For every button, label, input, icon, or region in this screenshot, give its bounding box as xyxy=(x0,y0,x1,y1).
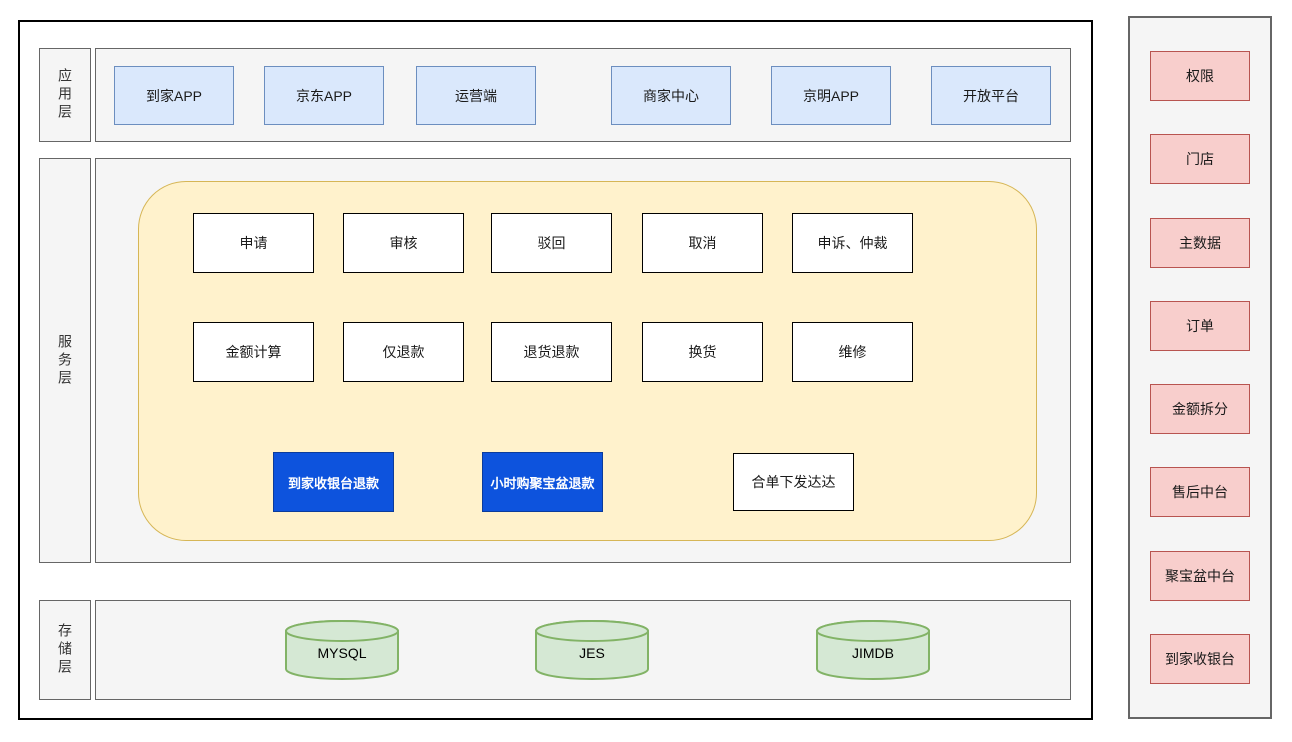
highlight-box-label: 到家收银台退款 xyxy=(287,475,379,491)
service-box-label: 申诉、仲裁 xyxy=(817,235,888,251)
app-box-daojia-app: 到家APP xyxy=(114,66,234,125)
service-box-label: 换货 xyxy=(688,344,717,360)
app-box-label: 开放平台 xyxy=(963,87,1019,104)
sidebar-box-amount-split: 金额拆分 xyxy=(1150,384,1250,435)
database-cylinder-icon xyxy=(285,620,399,680)
database-label: JIMDB xyxy=(852,645,894,661)
app-box-label: 京明APP xyxy=(802,87,859,104)
service-box-amount-calculation: 金额计算 xyxy=(193,322,314,382)
sidebar-box-label: 权限 xyxy=(1186,68,1214,85)
database-jes: JES xyxy=(534,619,650,681)
service-box-label: 维修 xyxy=(838,344,867,360)
highlight-box-hourly-jubaopen-refund: 小时购聚宝盆退款 xyxy=(482,452,603,512)
service-box-label: 金额计算 xyxy=(225,344,282,360)
sidebar-box-label: 门店 xyxy=(1186,151,1214,168)
service-box-appeal-arbitration: 申诉、仲裁 xyxy=(792,213,913,273)
app-box-operations-portal: 运营端 xyxy=(416,66,536,125)
app-box-merchant-center: 商家中心 xyxy=(611,66,731,125)
app-box-jingming-app: 京明APP xyxy=(771,66,891,125)
highlight-box-daojia-cashier-refund: 到家收银台退款 xyxy=(273,452,394,512)
app-box-label: 运营端 xyxy=(455,87,497,104)
service-box-exchange: 换货 xyxy=(642,322,763,382)
layer-label-service: 服务层 xyxy=(39,158,91,563)
layer-label-application-text: 应用层 xyxy=(57,68,73,122)
database-cylinder-icon xyxy=(816,620,930,680)
database-mysql: MYSQL xyxy=(284,619,400,681)
app-box-label: 商家中心 xyxy=(643,87,699,104)
sidebar-box-permissions: 权限 xyxy=(1150,51,1250,102)
service-box-label: 仅退款 xyxy=(382,344,425,360)
dependency-sidebar: 权限 门店 主数据 订单 金额拆分 售后中台 聚宝盆中台 到家收银台 xyxy=(1128,16,1272,719)
service-box-label: 取消 xyxy=(688,235,717,251)
service-box-label: 退货退款 xyxy=(523,344,580,360)
database-label: MYSQL xyxy=(317,645,367,661)
service-box-return-refund: 退货退款 xyxy=(491,322,612,382)
service-layer-section: 申请 审核 驳回 取消 申诉、仲裁 金额计算 仅退款 退货退款 换货 维修 到家… xyxy=(95,158,1071,563)
service-box-label: 申请 xyxy=(239,235,268,251)
app-box-open-platform: 开放平台 xyxy=(931,66,1051,125)
layer-label-application: 应用层 xyxy=(39,48,91,142)
database-jimdb: JIMDB xyxy=(815,619,931,681)
service-box-label: 合单下发达达 xyxy=(751,474,836,490)
app-box-label: 到家APP xyxy=(145,87,202,104)
storage-layer-section: MYSQL JES JIMDB xyxy=(95,600,1071,700)
layer-label-storage: 存储层 xyxy=(39,600,91,700)
sidebar-box-label: 到家收银台 xyxy=(1165,650,1235,667)
app-box-label: 京东APP xyxy=(295,87,352,104)
service-box-refund-only: 仅退款 xyxy=(343,322,464,382)
sidebar-box-orders: 订单 xyxy=(1150,300,1250,351)
highlight-box-label: 小时购聚宝盆退款 xyxy=(490,475,595,491)
sidebar-box-stores: 门店 xyxy=(1150,134,1250,185)
service-box-apply: 申请 xyxy=(193,213,314,273)
sidebar-box-label: 售后中台 xyxy=(1172,484,1228,501)
sidebar-box-aftersales-middle-platform: 售后中台 xyxy=(1150,467,1250,518)
sidebar-box-label: 金额拆分 xyxy=(1172,401,1228,418)
service-box-review: 审核 xyxy=(343,213,464,273)
sidebar-box-label: 订单 xyxy=(1186,317,1214,334)
service-box-repair: 维修 xyxy=(792,322,913,382)
service-box-reject: 驳回 xyxy=(491,213,612,273)
layer-label-storage-text: 存储层 xyxy=(57,623,73,677)
sidebar-box-label: 主数据 xyxy=(1179,234,1221,251)
app-box-jd-app: 京东APP xyxy=(264,66,384,125)
service-box-merge-order-dispatch-dada: 合单下发达达 xyxy=(733,453,854,511)
sidebar-box-label: 聚宝盆中台 xyxy=(1165,567,1235,584)
layer-label-service-text: 服务层 xyxy=(57,333,73,388)
service-box-cancel: 取消 xyxy=(642,213,763,273)
database-cylinder-icon xyxy=(535,620,649,680)
database-label: JES xyxy=(579,645,605,661)
service-box-label: 驳回 xyxy=(537,235,566,251)
service-group-container: 申请 审核 驳回 取消 申诉、仲裁 金额计算 仅退款 退货退款 换货 维修 到家… xyxy=(138,181,1037,541)
service-box-label: 审核 xyxy=(389,235,418,251)
sidebar-box-jubaopen-middle-platform: 聚宝盆中台 xyxy=(1150,550,1250,601)
sidebar-box-daojia-cashier: 到家收银台 xyxy=(1150,633,1250,684)
application-layer-section: 到家APP 京东APP 运营端 商家中心 京明APP 开放平台 xyxy=(95,48,1071,142)
sidebar-box-master-data: 主数据 xyxy=(1150,217,1250,268)
